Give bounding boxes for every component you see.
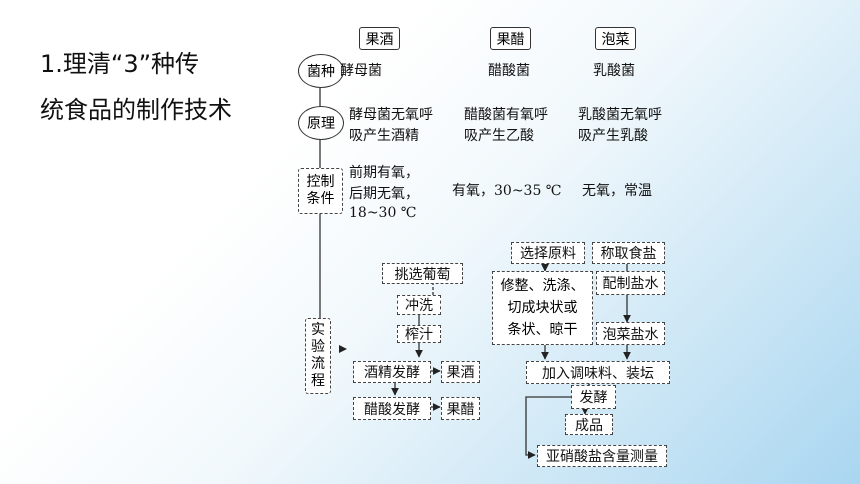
step-juice: 榨汁 — [397, 325, 441, 343]
step-select-materials: 选择原料 — [511, 242, 585, 264]
step-pickle-brine: 泡菜盐水 — [596, 322, 665, 345]
step-acetic-fermentation: 醋酸发酵 — [353, 397, 431, 420]
principle-wine-line-1: 酵母菌无氧呼 — [349, 107, 433, 123]
row-label-conditions: 控制 条件 — [298, 168, 343, 214]
row-label-conditions-line-1: 控制 — [306, 174, 335, 190]
row-label-strain: 菌种 — [298, 54, 344, 88]
step-alcohol-fermentation: 酒精发酵 — [353, 361, 431, 383]
prep-line-3: 条状、晾干 — [507, 322, 578, 338]
conditions-pickle: 无氧，常温 — [582, 183, 652, 199]
step-rinse: 冲洗 — [397, 295, 441, 315]
row-label-process-char-3: 流 — [311, 356, 325, 372]
strain-vinegar: 醋酸菌 — [488, 63, 530, 79]
step-prepare-brine: 配制盐水 — [596, 271, 665, 295]
step-prepare-vegetables: 修整、洗涤、 切成块状或 条状、晾干 — [492, 271, 593, 345]
output-fruit-vinegar: 果醋 — [441, 397, 480, 420]
principle-vinegar-line-1: 醋酸菌有氧呼 — [464, 107, 548, 123]
conditions-wine-line-3: 18~30 ℃ — [349, 205, 417, 221]
slide-title-line-1: 1.理清“3”种传 — [40, 50, 200, 78]
prep-line-2: 切成块状或 — [507, 300, 578, 316]
row-label-process-char-2: 验 — [311, 339, 325, 355]
principle-pickle-line-2: 吸产生乳酸 — [578, 128, 648, 144]
strain-wine: 酵母菌 — [340, 63, 382, 79]
header-vinegar: 果醋 — [490, 27, 531, 50]
step-nitrite-measurement: 亚硝酸盐含量测量 — [537, 445, 667, 467]
conditions-vinegar: 有氧，30~35 ℃ — [452, 183, 562, 199]
header-wine: 果酒 — [359, 27, 400, 50]
row-label-conditions-line-2: 条件 — [306, 191, 335, 207]
step-weigh-salt: 称取食盐 — [592, 242, 665, 264]
strain-pickle: 乳酸菌 — [593, 63, 635, 79]
step-select-grapes: 挑选葡萄 — [382, 263, 463, 284]
slide-title-line-2: 统食品的制作技术 — [40, 96, 232, 124]
step-finished-product: 成品 — [565, 414, 613, 435]
step-add-seasoning-and-jar: 加入调味料、装坛 — [526, 361, 670, 384]
header-pickle: 泡菜 — [595, 27, 636, 50]
row-label-process: 实 验 流 程 — [305, 318, 331, 394]
principle-wine-line-2: 吸产生酒精 — [349, 128, 419, 144]
output-fruit-wine: 果酒 — [441, 361, 480, 383]
row-label-principle: 原理 — [298, 106, 344, 140]
row-label-process-char-4: 程 — [311, 373, 325, 389]
row-label-process-char-1: 实 — [311, 322, 325, 338]
conditions-wine-line-1: 前期有氧， — [349, 165, 419, 181]
conditions-wine-line-2: 后期无氧， — [349, 186, 419, 202]
step-ferment: 发酵 — [571, 385, 616, 409]
prep-line-1: 修整、洗涤、 — [500, 278, 585, 294]
principle-pickle-line-1: 乳酸菌无氧呼 — [578, 107, 662, 123]
principle-vinegar-line-2: 吸产生乙酸 — [464, 128, 534, 144]
